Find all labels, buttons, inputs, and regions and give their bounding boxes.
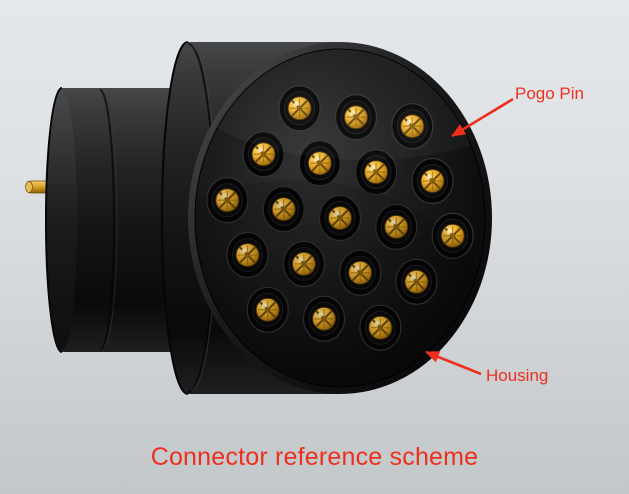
pogo-pin (206, 177, 249, 224)
pogo-pin (282, 240, 325, 287)
pogo-pin (431, 212, 474, 259)
pogo-pin (242, 131, 285, 178)
housing-label: Housing (486, 366, 549, 385)
pogo-pin-array (206, 85, 474, 351)
pogo-pin (359, 304, 402, 351)
pogo-pin (262, 186, 305, 233)
housing-arrow (425, 350, 482, 376)
pogo-pin (355, 149, 398, 196)
connector-rear-barrel (45, 87, 195, 353)
connector-face (188, 42, 492, 394)
pogo-pin (278, 85, 321, 132)
pogo-pin-arrow (451, 97, 514, 138)
figure-caption: Connector reference scheme (150, 443, 479, 471)
pogo-pin (246, 286, 289, 333)
pogo-pin-label: Pogo Pin (515, 84, 584, 103)
pogo-pin (334, 94, 378, 141)
pogo-pin (395, 258, 438, 305)
pogo-pin (318, 194, 362, 242)
pogo-pin (302, 295, 346, 342)
pogo-pin (391, 103, 434, 150)
pogo-pin (411, 157, 454, 205)
pogo-pin (298, 140, 341, 187)
pogo-pin (226, 231, 269, 279)
pogo-pin (375, 203, 418, 250)
pogo-pin (339, 249, 382, 296)
